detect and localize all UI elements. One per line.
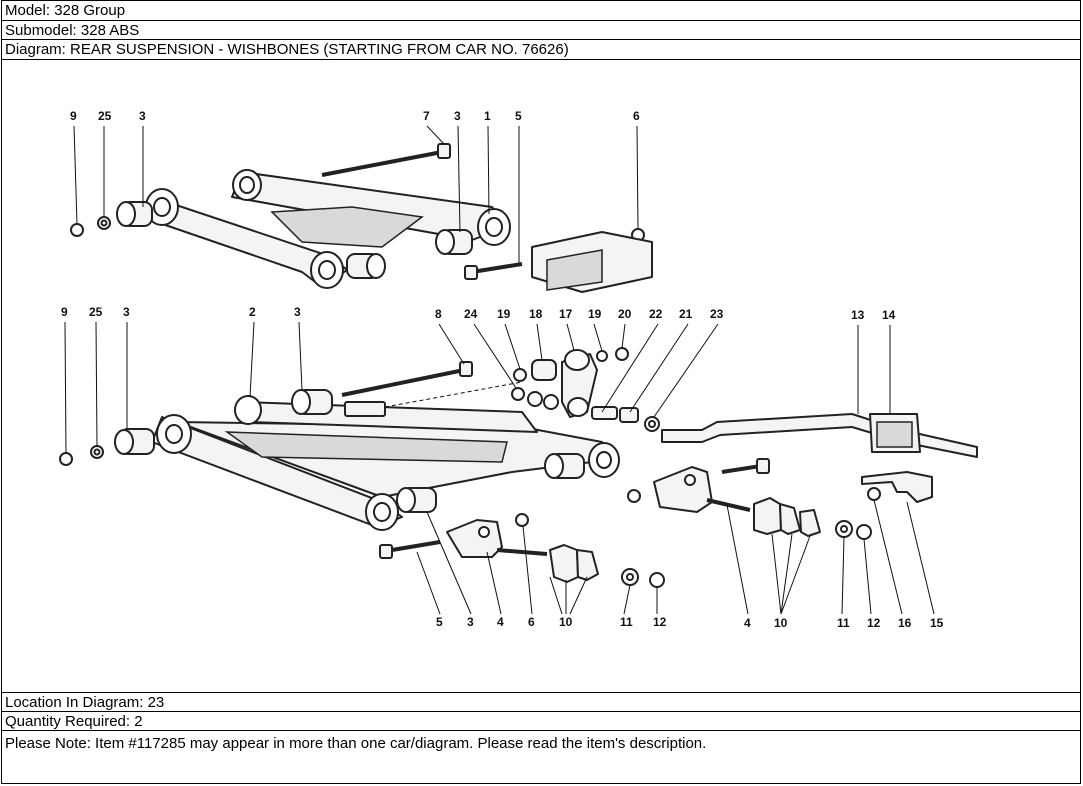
rear-suspension-drawing: 9 25 3 7 3 1 5 6 bbox=[59, 109, 978, 630]
link-assembly bbox=[511, 347, 660, 432]
callout-label: 18 bbox=[529, 307, 543, 321]
callout-label: 8 bbox=[435, 307, 442, 321]
callout-label: 19 bbox=[588, 307, 602, 321]
callout-label: 5 bbox=[515, 109, 522, 123]
please-note: Please Note: Item #117285 may appear in … bbox=[2, 730, 1080, 784]
callout-label: 4 bbox=[744, 616, 751, 630]
callout-label: 10 bbox=[774, 616, 788, 630]
diagram-title: Diagram: REAR SUSPENSION - WISHBONES (ST… bbox=[2, 39, 1080, 58]
callout-label: 11 bbox=[837, 616, 850, 630]
callout-label: 9 bbox=[61, 305, 68, 319]
callout-label: 16 bbox=[898, 616, 912, 630]
callout-label: 17 bbox=[559, 307, 573, 321]
callout-label: 4 bbox=[497, 615, 504, 629]
callout-label: 12 bbox=[867, 616, 881, 630]
lower-wishbone bbox=[151, 395, 620, 531]
callout-label: 2 bbox=[249, 305, 256, 319]
callout-label: 3 bbox=[123, 305, 130, 319]
quantity-required: Quantity Required: 2 bbox=[2, 711, 1080, 730]
middle-callout-labels: 9 25 3 2 3 8 24 19 18 17 19 20 22 21 23 … bbox=[61, 305, 896, 454]
callout-label: 6 bbox=[633, 109, 640, 123]
upper-wishbone bbox=[141, 169, 511, 289]
callout-label: 21 bbox=[679, 307, 693, 321]
callout-label: 23 bbox=[710, 307, 724, 321]
callout-label: 3 bbox=[294, 305, 301, 319]
top-callout-labels: 9 25 3 7 3 1 5 6 bbox=[70, 109, 640, 264]
submodel-label: Submodel: 328 ABS bbox=[2, 20, 1080, 39]
anti-roll-bar bbox=[661, 413, 978, 458]
upper-hardware bbox=[70, 143, 653, 293]
callout-label: 24 bbox=[464, 307, 478, 321]
callout-label: 10 bbox=[559, 615, 573, 629]
callout-label: 19 bbox=[497, 307, 511, 321]
upper-bushes bbox=[116, 201, 473, 279]
callout-label: 22 bbox=[649, 307, 663, 321]
callout-label: 3 bbox=[139, 109, 146, 123]
callout-label: 14 bbox=[882, 308, 896, 322]
location-in-diagram: Location In Diagram: 23 bbox=[2, 692, 1080, 711]
callout-label: 25 bbox=[98, 109, 112, 123]
bottom-callout-labels: 5 3 4 6 10 11 12 4 10 11 12 16 15 bbox=[416, 499, 944, 630]
callout-label: 15 bbox=[930, 616, 944, 630]
callout-label: 9 bbox=[70, 109, 77, 123]
lower-bushes bbox=[114, 389, 585, 513]
lower-hardware bbox=[59, 361, 770, 559]
callout-label: 5 bbox=[436, 615, 443, 629]
brackets-and-clamps bbox=[446, 466, 933, 588]
callout-label: 7 bbox=[423, 109, 430, 123]
exploded-diagram: 9 25 3 7 3 1 5 6 bbox=[2, 59, 1080, 693]
callout-label: 3 bbox=[454, 109, 461, 123]
callout-label: 25 bbox=[89, 305, 103, 319]
callout-label: 13 bbox=[851, 308, 865, 322]
callout-label: 1 bbox=[484, 109, 491, 123]
callout-label: 12 bbox=[653, 615, 667, 629]
callout-label: 3 bbox=[467, 615, 474, 629]
callout-label: 20 bbox=[618, 307, 632, 321]
callout-label: 6 bbox=[528, 615, 535, 629]
callout-label: 11 bbox=[620, 615, 633, 629]
model-label: Model: 328 Group bbox=[5, 2, 126, 19]
